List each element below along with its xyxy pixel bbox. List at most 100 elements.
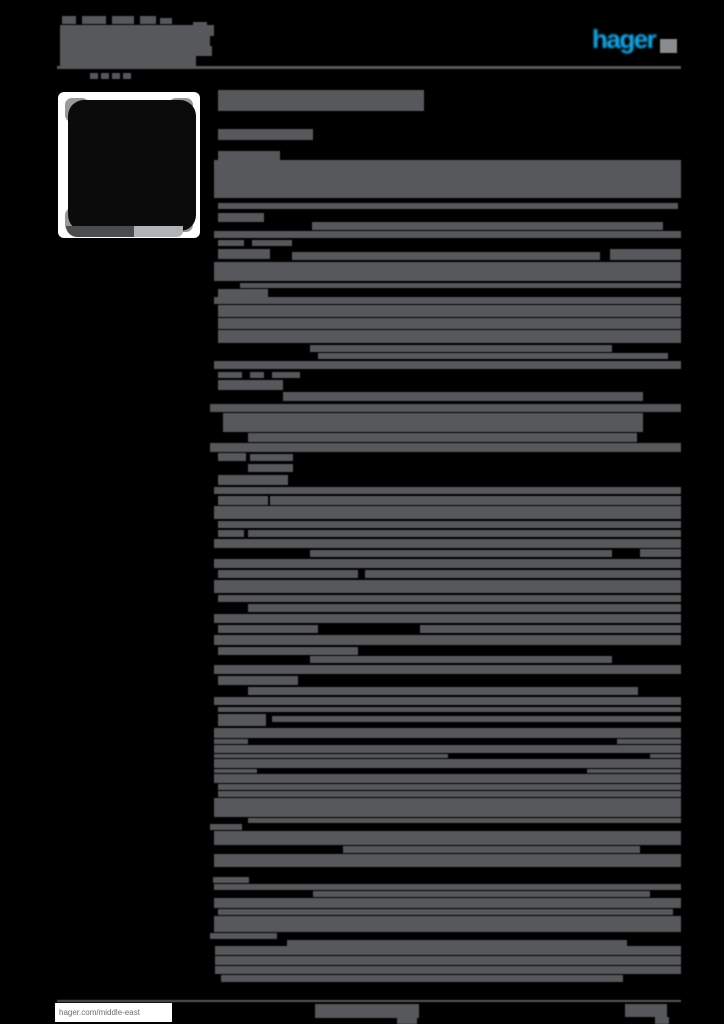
- redacted-spec-bar: [214, 769, 257, 773]
- redacted-spec-bar: [250, 372, 264, 378]
- redacted-spec-bar: [218, 372, 242, 378]
- hager-logo: hager: [592, 24, 657, 54]
- redacted-spec-bar: [218, 676, 298, 685]
- redacted-spec-bar: [214, 754, 448, 758]
- redacted-star-mark: [123, 73, 131, 79]
- product-image-card: [58, 92, 200, 238]
- redacted-paragraph-bar: [221, 975, 623, 982]
- redacted-star-mark: [101, 73, 109, 79]
- redacted-paragraph-bar: [218, 203, 678, 209]
- redacted-spec-bar: [312, 222, 663, 230]
- redacted-address-line: [60, 56, 196, 66]
- product-base-strip-dark: [66, 226, 134, 237]
- footer-rule-line: [57, 1000, 681, 1002]
- redacted-spec-bar: [223, 413, 643, 432]
- redacted-spec-bar: [214, 262, 681, 281]
- redacted-spec-bar: [270, 496, 681, 505]
- footer-url-link[interactable]: hager.com/middle-east: [59, 1008, 140, 1017]
- redacted-spec-bar: [218, 213, 264, 222]
- redacted-paragraph-bar: [215, 946, 681, 955]
- redacted-spec-bar: [214, 231, 681, 238]
- redacted-address-line: [62, 16, 76, 24]
- redacted-address-line: [60, 46, 212, 56]
- redacted-spec-bar: [214, 774, 681, 783]
- redacted-spec-bar: [214, 580, 681, 593]
- redacted-spec-bar: [218, 330, 681, 343]
- product-base-strip-light: [134, 226, 183, 237]
- redacted-spec-bar: [248, 433, 637, 442]
- redacted-spec-bar: [313, 891, 650, 897]
- redacted-spec-bar: [214, 916, 681, 932]
- redacted-spec-bar: [214, 487, 681, 494]
- redacted-spec-bar: [310, 656, 612, 663]
- redacted-footer-mark: [315, 1004, 419, 1018]
- redacted-title-bar: [218, 90, 424, 111]
- redacted-address-line: [160, 18, 172, 24]
- redacted-spec-bar: [248, 530, 681, 537]
- redacted-title-bar: [218, 129, 313, 140]
- redacted-spec-bar: [214, 697, 681, 705]
- footer-url-box: hager.com/middle-east: [55, 1003, 172, 1022]
- redacted-spec-bar: [218, 496, 268, 505]
- redacted-spec-bar: [292, 252, 600, 260]
- redacted-spec-bar: [218, 305, 681, 317]
- redacted-spec-bar: [214, 665, 681, 674]
- redacted-spec-bar: [218, 475, 288, 485]
- redacted-spec-bar: [218, 909, 673, 915]
- redacted-spec-bar: [250, 454, 293, 461]
- redacted-spec-bar: [214, 745, 681, 753]
- redacted-address-line: [82, 16, 106, 24]
- redacted-spec-bar: [218, 647, 358, 655]
- redacted-footer-mark: [625, 1004, 667, 1017]
- redacted-spec-bar: [218, 289, 268, 297]
- redacted-spec-bar: [218, 784, 681, 790]
- redacted-spec-bar: [248, 687, 638, 695]
- logo-shadow-mark: [660, 39, 677, 53]
- redacted-spec-bar: [214, 898, 681, 908]
- product-photo: [68, 100, 196, 231]
- redacted-spec-bar: [214, 739, 248, 744]
- redacted-spec-bar: [218, 707, 681, 712]
- redacted-spec-bar: [214, 728, 681, 738]
- redacted-spec-bar: [617, 739, 681, 744]
- redacted-spec-bar: [214, 297, 681, 304]
- redacted-spec-bar: [248, 464, 293, 472]
- redacted-paragraph-bar: [215, 966, 681, 974]
- redacted-spec-bar: [218, 625, 318, 633]
- redacted-spec-bar: [214, 831, 681, 845]
- redacted-spec-bar: [248, 604, 681, 612]
- redacted-spec-bar: [272, 716, 681, 722]
- redacted-spec-bar: [610, 249, 681, 260]
- redacted-spec-bar: [587, 769, 681, 773]
- redacted-spec-bar: [214, 854, 681, 867]
- redacted-spec-bar: [214, 614, 681, 623]
- redacted-spec-bar: [310, 550, 612, 557]
- redacted-footer-mark: [655, 1017, 669, 1024]
- redacted-spec-bar: [214, 635, 681, 645]
- redacted-spec-bar: [640, 549, 681, 557]
- redacted-spec-bar: [218, 318, 681, 329]
- redacted-spec-bar: [310, 345, 612, 352]
- redacted-spec-bar: [218, 570, 358, 578]
- redacted-spec-bar: [248, 818, 681, 823]
- redacted-spec-bar: [218, 380, 283, 390]
- redacted-star-mark: [112, 73, 120, 79]
- redacted-spec-bar: [210, 443, 681, 452]
- redacted-spec-bar: [318, 353, 668, 359]
- redacted-address-line: [60, 36, 210, 46]
- redacted-spec-bar: [218, 714, 266, 726]
- redacted-spec-bar: [218, 595, 681, 602]
- redacted-footer-mark: [397, 1018, 417, 1024]
- redacted-address-line: [140, 16, 156, 24]
- redacted-spec-bar: [283, 392, 643, 401]
- redacted-spec-bar: [214, 798, 681, 817]
- redacted-spec-bar: [214, 361, 681, 369]
- redacted-star-mark: [90, 73, 98, 79]
- header-rule-line: [57, 66, 681, 69]
- redacted-paragraph-bar: [215, 956, 681, 965]
- redacted-spec-bar: [218, 240, 244, 246]
- redacted-address-line: [112, 16, 134, 24]
- redacted-title-bar: [218, 151, 280, 160]
- redacted-spec-bar: [214, 506, 681, 519]
